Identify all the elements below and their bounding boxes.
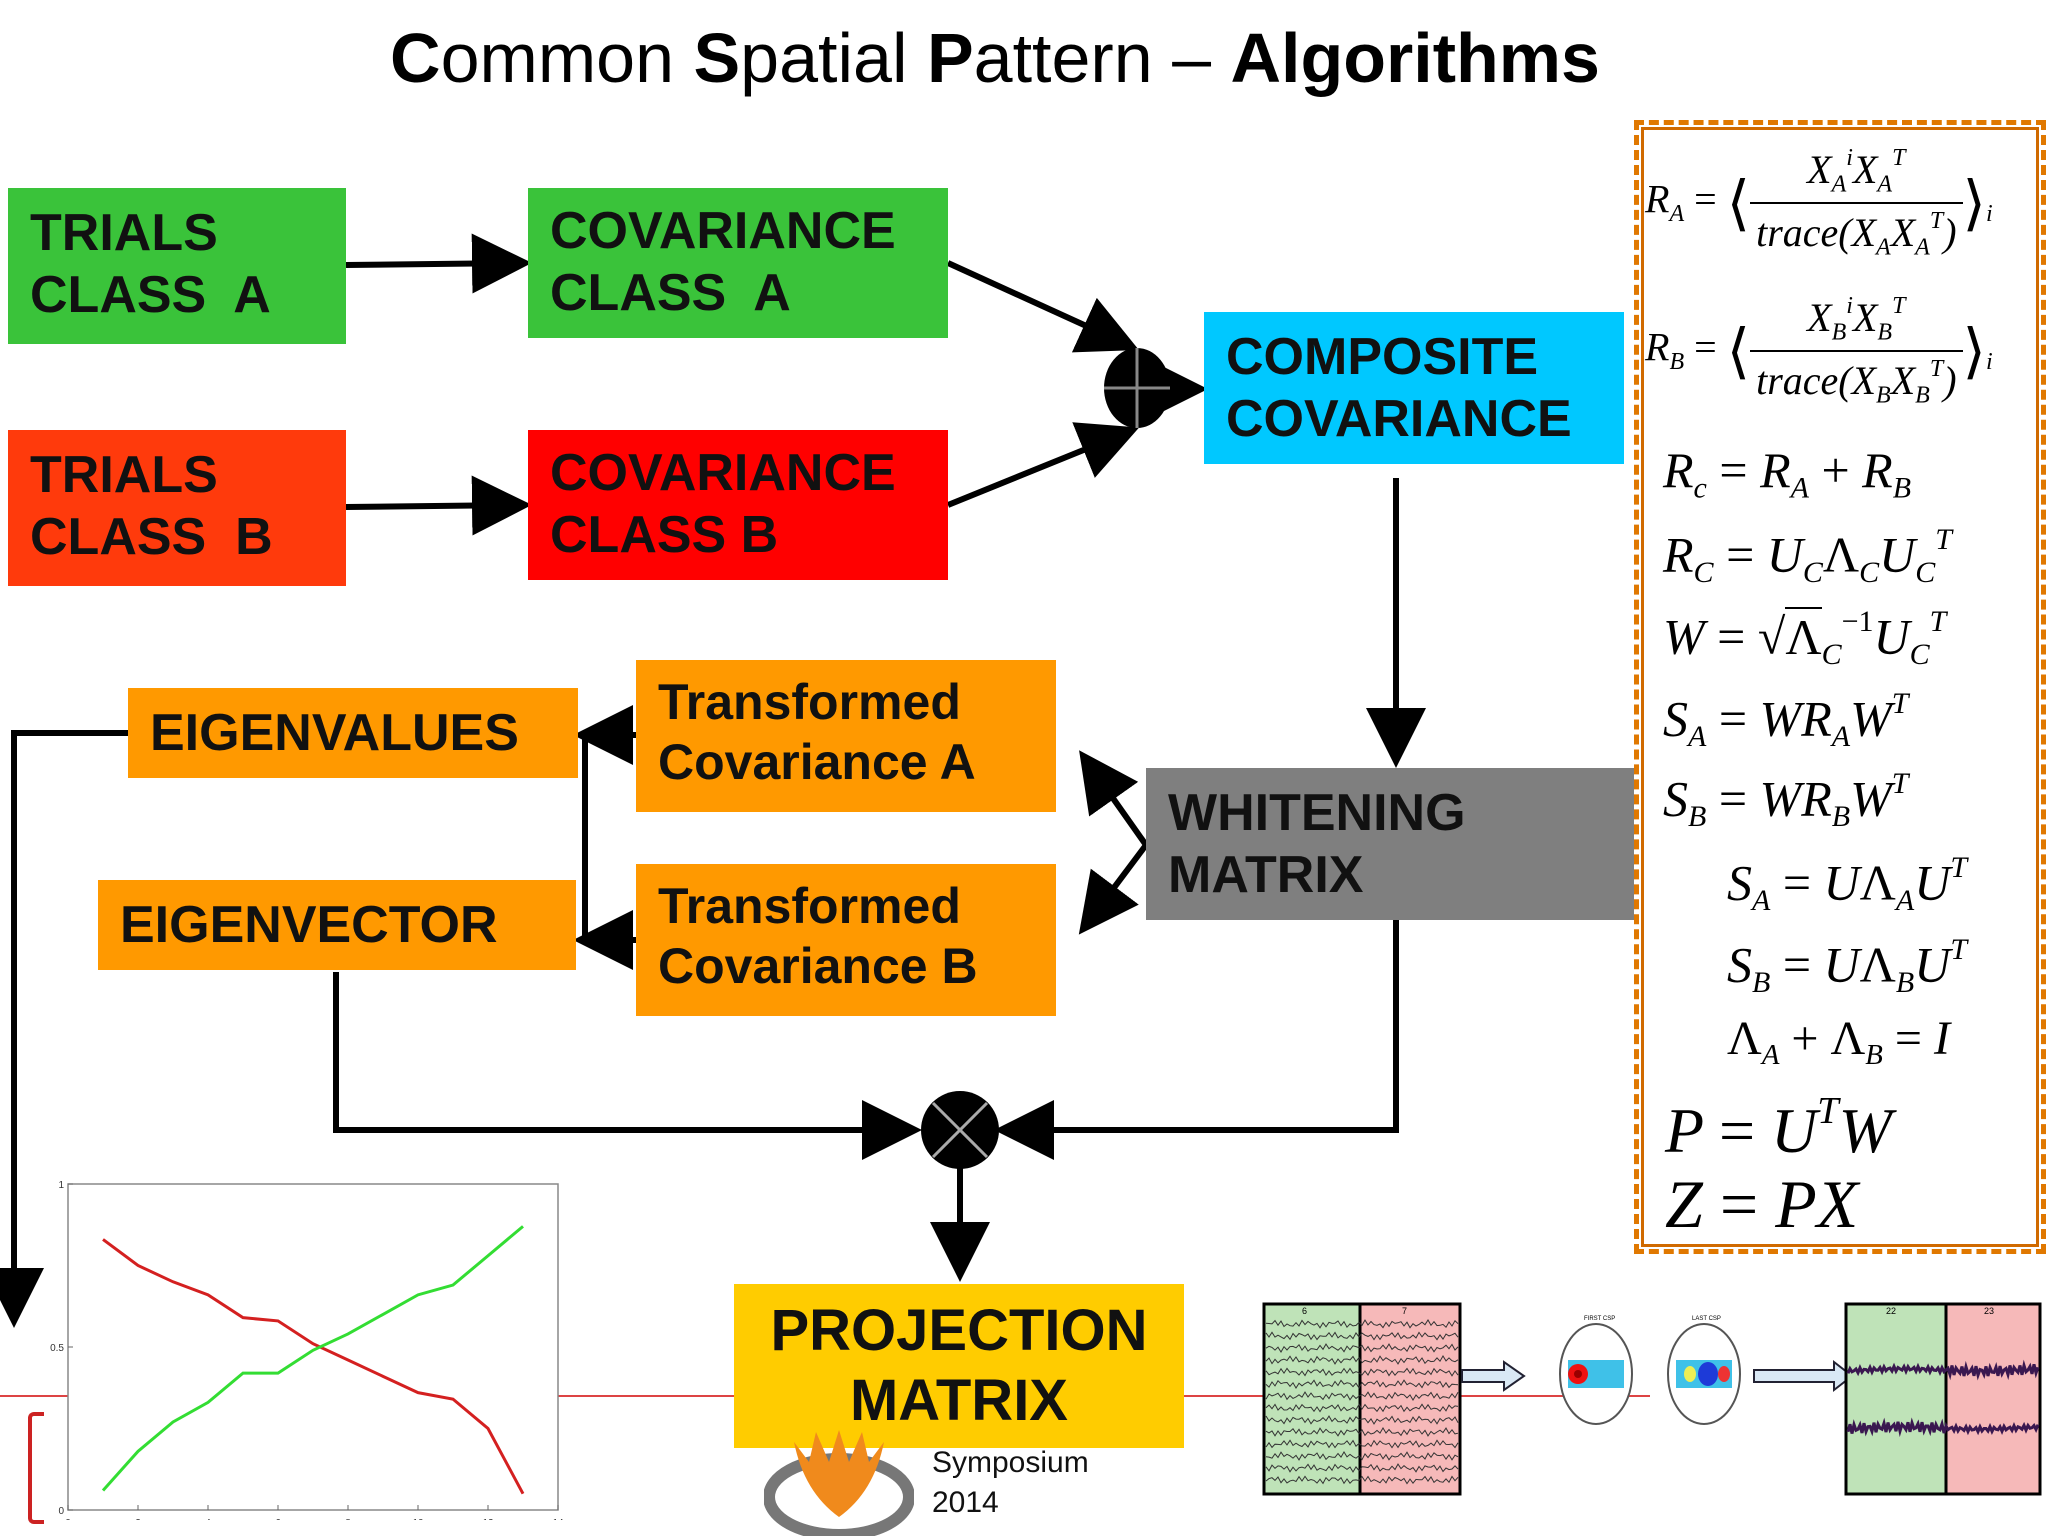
x-tick-label: 0 xyxy=(65,1518,71,1520)
eeg-panel-csp: 22 23 xyxy=(1844,1302,2042,1496)
multiplier-x-icon xyxy=(921,1091,999,1169)
arrow-cov-a-to-adder xyxy=(946,260,1139,353)
plot-frame xyxy=(67,1183,559,1511)
x-tick-label: 4 xyxy=(205,1518,211,1520)
equation-sb: SB = WRBWT xyxy=(1663,767,1909,833)
eeg-raw-trace xyxy=(1265,1415,1459,1425)
y-tick-label: 0.5 xyxy=(50,1343,64,1354)
adder-plus-icon xyxy=(1104,348,1170,428)
series-line-1 xyxy=(102,1238,525,1495)
eeg-raw-trace xyxy=(1265,1439,1459,1449)
x-tick-label: 6 xyxy=(275,1518,281,1520)
scalp-map-first: FIRST CSP xyxy=(1559,1316,1633,1425)
eeg-raw-trace xyxy=(1265,1343,1459,1353)
eeg-raw-trace xyxy=(1265,1451,1459,1461)
eeg-thumbnail-strip: 6 7 FIRST CSP LAST CSP 22 23 xyxy=(1262,1302,2042,1496)
equation-sa-eig: SA = UΛAUT xyxy=(1727,851,1968,917)
eeg-raw-trace xyxy=(1265,1319,1459,1329)
equation-p: P = UTW xyxy=(1665,1090,1892,1166)
eeg-raw-trace xyxy=(1265,1403,1459,1413)
x-tick-label: 12 xyxy=(482,1518,494,1520)
equation-w: W = √ΛC−1UCT xyxy=(1663,605,1947,671)
equation-lambda-sum: ΛA + ΛB = I xyxy=(1727,1012,1950,1072)
eeg-panel2-label-a: 22 xyxy=(1886,1306,1896,1316)
scalp-map-last: LAST CSP xyxy=(1667,1316,1741,1425)
equation-rc-sum: Rc = RA + RB xyxy=(1663,442,1912,505)
series-line-2 xyxy=(101,1225,524,1492)
eeg-raw-trace xyxy=(1265,1355,1459,1365)
left-edge-bracket xyxy=(28,1412,44,1524)
equation-sa: SA = WRAWT xyxy=(1663,687,1909,753)
eigenvalues-box: EIGENVALUES xyxy=(128,688,578,778)
logo-hand-icon xyxy=(764,1430,914,1536)
eigenvector-box: EIGENVECTOR xyxy=(98,880,576,970)
arrow-right-icon-1 xyxy=(1461,1360,1526,1392)
arrow-eigenvector-to-multiplier xyxy=(333,972,922,1160)
footer-symposium: Symposium xyxy=(932,1446,1089,1479)
eeg-raw-trace xyxy=(1265,1379,1459,1389)
arrow-trials-b-to-cov-b xyxy=(345,475,532,536)
y-tick-label: 0 xyxy=(58,1506,64,1517)
equation-z: Z = PX xyxy=(1665,1166,1859,1242)
eeg-csp-trace xyxy=(1846,1417,2040,1438)
arrow-trials-a-to-cov-a xyxy=(345,233,532,294)
arrow-eigenvalues-to-plot xyxy=(0,730,130,1328)
x-tick-label: 14 xyxy=(552,1518,564,1520)
page-title: Common Spatial Pattern – Algorithms xyxy=(390,19,1600,97)
eeg-raw-trace xyxy=(1265,1463,1459,1473)
scalp-label-last: LAST CSP xyxy=(1692,1316,1721,1322)
eeg-raw-trace xyxy=(1265,1367,1459,1377)
eeg-raw-trace xyxy=(1265,1331,1459,1341)
eeg-panel1-label-a: 6 xyxy=(1302,1306,1307,1316)
arrow-whitening-to-trans-b xyxy=(1078,843,1149,935)
arrow-cov-b-to-adder xyxy=(946,422,1140,508)
equation-rc-eig: RC = UCΛCUCT xyxy=(1663,523,1952,589)
arrow-whitening-to-trans-a xyxy=(1079,750,1149,847)
scalp-label-first: FIRST CSP xyxy=(1584,1316,1615,1322)
y-tick-label: 1 xyxy=(58,1180,64,1191)
eigenvalue-line-chart: 0 2 4 6 8 10 12 14 0 0.5 1 xyxy=(50,1180,564,1520)
eeg-panel2-label-b: 23 xyxy=(1984,1306,1994,1316)
eeg-raw-trace xyxy=(1265,1427,1459,1437)
eeg-csp-trace xyxy=(1846,1359,2040,1381)
x-tick-label: 8 xyxy=(345,1518,351,1520)
eeg-panel1-label-b: 7 xyxy=(1402,1306,1407,1316)
x-tick-label: 2 xyxy=(135,1518,141,1520)
footer-year: 2014 xyxy=(932,1486,999,1519)
equation-sb-eig: SB = UΛBUT xyxy=(1727,933,1968,999)
eeg-raw-trace xyxy=(1265,1391,1459,1401)
x-tick-label: 10 xyxy=(412,1518,424,1520)
arrow-whitening-to-multiplier xyxy=(994,920,1399,1160)
arrow-right-icon-2 xyxy=(1753,1359,1854,1393)
eeg-panel-raw: 6 7 xyxy=(1262,1302,1462,1496)
eeg-raw-trace xyxy=(1265,1475,1459,1485)
